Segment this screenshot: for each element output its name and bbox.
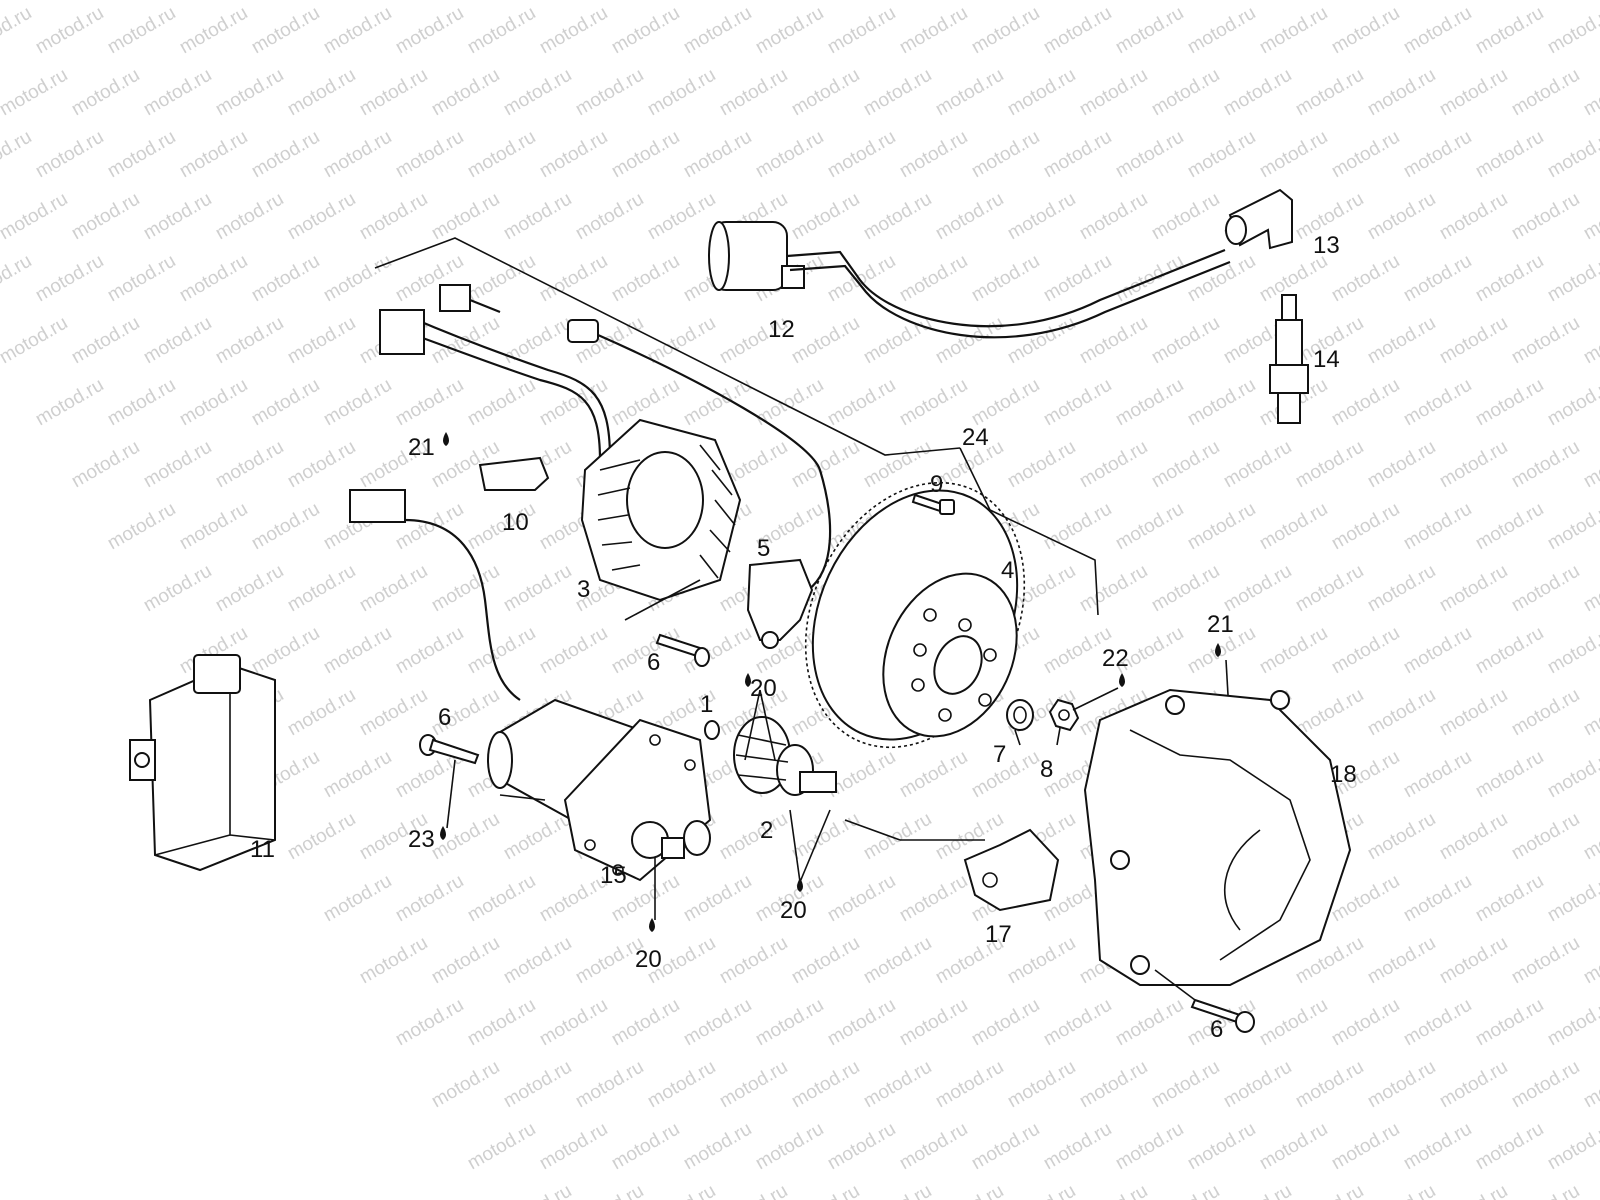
callout-18: 18 <box>1330 761 1357 788</box>
callout-2: 2 <box>760 817 773 844</box>
stator <box>379 284 742 602</box>
spark-plug <box>1269 294 1309 424</box>
washer <box>1006 699 1034 731</box>
callout-5: 5 <box>757 535 770 562</box>
callout-3: 3 <box>577 576 590 603</box>
o-ring-starter <box>683 820 711 856</box>
generator-cover <box>1083 688 1352 986</box>
callout-12: 12 <box>768 316 795 343</box>
cdi-unit <box>129 489 521 872</box>
callout-14: 14 <box>1313 346 1340 373</box>
callout-23: 23 <box>408 826 435 853</box>
callout-15: 15 <box>600 862 627 889</box>
flywheel-bolt <box>911 493 955 515</box>
starter-motor <box>487 698 712 882</box>
callout-20-upper: 20 <box>750 675 777 702</box>
nut <box>1048 698 1080 732</box>
callout-21-left: 21 <box>408 434 435 461</box>
callout-6-upper: 6 <box>647 649 660 676</box>
callout-20-starter: 20 <box>635 946 662 973</box>
callout-7: 7 <box>993 741 1006 768</box>
spark-plug-cap <box>1225 188 1293 250</box>
callout-17: 17 <box>985 921 1012 948</box>
starter-drive <box>733 716 837 796</box>
callout-24: 24 <box>962 424 989 451</box>
callout-4: 4 <box>1001 557 1014 584</box>
drop-icon <box>440 432 1221 932</box>
callouts: 1 2 3 4 5 6 6 6 7 8 9 10 11 12 13 14 15 … <box>250 232 1357 1043</box>
callout-13: 13 <box>1313 232 1340 259</box>
callout-8: 8 <box>1040 756 1053 783</box>
starter-bracket <box>963 828 1060 912</box>
callout-10: 10 <box>502 509 529 536</box>
bolt-left <box>419 734 480 765</box>
flywheel <box>804 481 1026 749</box>
callout-1: 1 <box>700 691 713 718</box>
callout-11: 11 <box>250 836 275 863</box>
pickup-sensor <box>746 558 814 649</box>
bolt-cover <box>1190 998 1255 1033</box>
callout-6-cover: 6 <box>1210 1016 1223 1043</box>
callout-6-left: 6 <box>438 704 451 731</box>
bolt-upper <box>655 633 710 667</box>
o-ring-small <box>704 720 720 740</box>
callout-22: 22 <box>1102 645 1129 672</box>
callout-20-lower: 20 <box>780 897 807 924</box>
grommet <box>478 456 550 491</box>
group-bracket-24 <box>374 237 1099 616</box>
leader-lines <box>446 579 1229 1001</box>
ignition-coil <box>708 221 1231 339</box>
callout-9: 9 <box>930 471 943 498</box>
callout-21-cover: 21 <box>1207 611 1234 638</box>
pickup-lead <box>567 319 832 591</box>
